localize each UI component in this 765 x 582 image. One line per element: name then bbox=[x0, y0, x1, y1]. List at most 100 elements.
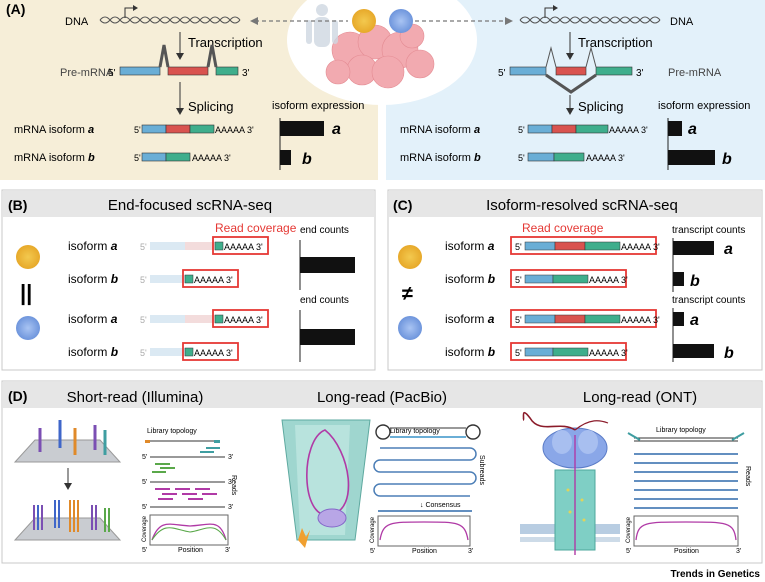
panel-c-count-bar-b-1 bbox=[673, 272, 684, 286]
panel-b-row-4: isoform b 5' AAAAA 3' bbox=[68, 342, 239, 361]
panel-b-r2-polya: AAAAA 3' bbox=[194, 275, 233, 285]
mrna-a-5prime-left: 5' bbox=[134, 125, 141, 135]
panel-d-label: (D) bbox=[8, 388, 27, 404]
panel-b-row-2: isoform b 5' AAAAA 3' bbox=[68, 269, 239, 288]
dna-label-right: DNA bbox=[670, 16, 694, 28]
pacbio-coverage-curve bbox=[379, 521, 469, 541]
mrna-a-5prime-right: 5' bbox=[518, 125, 525, 135]
panel-c-letter-b-1: b bbox=[690, 273, 700, 290]
panel-b-r4-highlight bbox=[182, 342, 239, 361]
mrna-a-exon1-left bbox=[141, 124, 167, 134]
panel-c-not-equal-symbol: ≠ bbox=[402, 283, 413, 305]
mrna-isoform-b-label-left: mRNA isoform b bbox=[14, 152, 95, 164]
pre-mrna-3prime-right: 3' bbox=[636, 68, 644, 79]
expression-letter-b-right: b bbox=[722, 151, 732, 168]
panel-b-title: End-focused scRNA-seq bbox=[108, 197, 272, 214]
panel-a: (A) DNA Transcription Pre-mRNA 5' 3' Spl… bbox=[0, 0, 765, 180]
illumina-reads: 5'3' 5'3' 5'3' bbox=[142, 447, 233, 511]
panel-b-equal-symbol: || bbox=[20, 280, 32, 305]
exon-2-right bbox=[555, 66, 587, 76]
splice-junction-1-right bbox=[545, 46, 557, 68]
panel-c-isoform-b-label-1: isoform b bbox=[445, 272, 495, 286]
panel-b-r3-highlight bbox=[212, 309, 269, 328]
mrna-a-exon2-right bbox=[551, 124, 577, 134]
panel-b-isoform-b-label-2: isoform b bbox=[68, 345, 118, 359]
tissue-cluster bbox=[325, 23, 435, 89]
panel-c-count-bar-a-2 bbox=[673, 312, 684, 326]
illumina-position-label: Position bbox=[178, 547, 203, 554]
panel-c-r3-highlight bbox=[510, 309, 657, 328]
exon-skip-junction-right bbox=[545, 73, 597, 94]
pre-mrna-5prime-left: 5' bbox=[108, 68, 116, 79]
panel-c-r4-polya: AAAAA 3' bbox=[589, 348, 628, 358]
panel-b-r1-highlight bbox=[212, 236, 269, 255]
panel-b-r4-exon1 bbox=[150, 348, 185, 356]
panel-c-r3-exon1 bbox=[524, 314, 556, 324]
mrna-isoform-a-label-right: mRNA isoform a bbox=[400, 124, 480, 136]
panel-b-isoform-a-label-2: isoform a bbox=[68, 312, 118, 326]
mrna-a-exon3-right bbox=[575, 124, 609, 134]
panel-c-r1-highlight bbox=[510, 236, 657, 255]
expression-bar-a-right bbox=[668, 121, 682, 136]
flowcell-bottom-icon bbox=[13, 500, 122, 541]
pacbio-coverage-label: Coverage bbox=[370, 516, 376, 543]
illumina-r3-3prime: 3' bbox=[228, 504, 233, 511]
panel-c-r1-exon1 bbox=[524, 241, 556, 251]
transcription-label-right: Transcription bbox=[578, 35, 653, 50]
panel-b-r2-highlight bbox=[182, 269, 239, 288]
panel-d: (D) Short-read (Illumina) Long-read (Pac… bbox=[1, 380, 763, 564]
pre-mrna-label-right: Pre-mRNA bbox=[668, 67, 722, 79]
panel-b-r4-polya: AAAAA 3' bbox=[194, 348, 233, 358]
panel-b-end-count-bar-1 bbox=[300, 257, 355, 273]
panel-c-count-bar-a-1 bbox=[673, 241, 714, 255]
ont-library-topology: Library topology bbox=[656, 427, 706, 434]
panel-c-r1-polya: AAAAA 3' bbox=[621, 242, 660, 252]
panel-b-r2-exon1 bbox=[150, 275, 185, 283]
panel-b-r3-exon3-end bbox=[214, 314, 224, 324]
panel-c-r3-5prime: 5' bbox=[515, 315, 522, 325]
mrna-b-exon3-right bbox=[553, 152, 585, 162]
illumina-reads-label: Reads bbox=[230, 475, 237, 496]
panel-c-letter-a-2: a bbox=[690, 312, 699, 329]
promoter-arrow-right-icon bbox=[544, 7, 555, 18]
transcription-label-left: Transcription bbox=[188, 35, 263, 50]
ont-topology-icon bbox=[627, 432, 745, 442]
panel-c-blue-cell-icon bbox=[398, 316, 422, 340]
panel-c-r1-exon2 bbox=[554, 241, 586, 251]
panel-c-r4-exon1 bbox=[524, 347, 554, 357]
expression-bar-b-right bbox=[668, 150, 715, 165]
panel-b-isoform-a-label-1: isoform a bbox=[68, 239, 118, 253]
panel-d-ont-title: Long-read (ONT) bbox=[583, 389, 697, 406]
dna-label-left: DNA bbox=[65, 16, 89, 28]
ont-axis-3prime: 3' bbox=[736, 548, 741, 555]
illumina-topology-adapter-right bbox=[214, 440, 220, 443]
mrna-b-5prime-left: 5' bbox=[134, 153, 141, 163]
expression-letter-a-left: a bbox=[332, 121, 341, 138]
panel-b-blue-cell-icon bbox=[16, 316, 40, 340]
ont-reads-label: Reads bbox=[744, 466, 751, 487]
splicing-arrowhead-left-icon bbox=[176, 108, 184, 115]
panel-c-r3-polya: AAAAA 3' bbox=[621, 315, 660, 325]
pacbio-subreads bbox=[373, 447, 477, 497]
pacbio-position-label: Position bbox=[412, 548, 437, 555]
illumina-topology-adapter-left bbox=[145, 440, 150, 443]
ont-coverage-label: Coverage bbox=[626, 516, 632, 543]
illumina-r2-3prime: 3' bbox=[228, 479, 233, 486]
mrna-b-exon1-left bbox=[141, 152, 167, 162]
panel-b-r3-5prime: 5' bbox=[140, 315, 147, 325]
illumina-coverage-curve-2 bbox=[151, 527, 227, 541]
panel-c-letter-b-2: b bbox=[724, 345, 734, 362]
mrna-b-exon1-right bbox=[527, 152, 555, 162]
panel-b-yellow-cell-icon bbox=[16, 245, 40, 269]
panel-b-r2-exon3-end bbox=[184, 274, 194, 284]
panel-d-short-title: Short-read (Illumina) bbox=[67, 389, 204, 406]
splicing-label-left: Splicing bbox=[188, 99, 234, 114]
panel-b-r4-5prime: 5' bbox=[140, 348, 147, 358]
panel-b-read-coverage: Read coverage bbox=[215, 221, 297, 235]
illumina-coverage-curve bbox=[151, 523, 227, 541]
ont-position-label: Position bbox=[674, 548, 699, 555]
panel-b-r1-exon2 bbox=[185, 242, 215, 250]
panel-b-label: (B) bbox=[8, 197, 27, 213]
panel-b: (B) End-focused scRNA-seq Read coverage … bbox=[1, 189, 376, 371]
